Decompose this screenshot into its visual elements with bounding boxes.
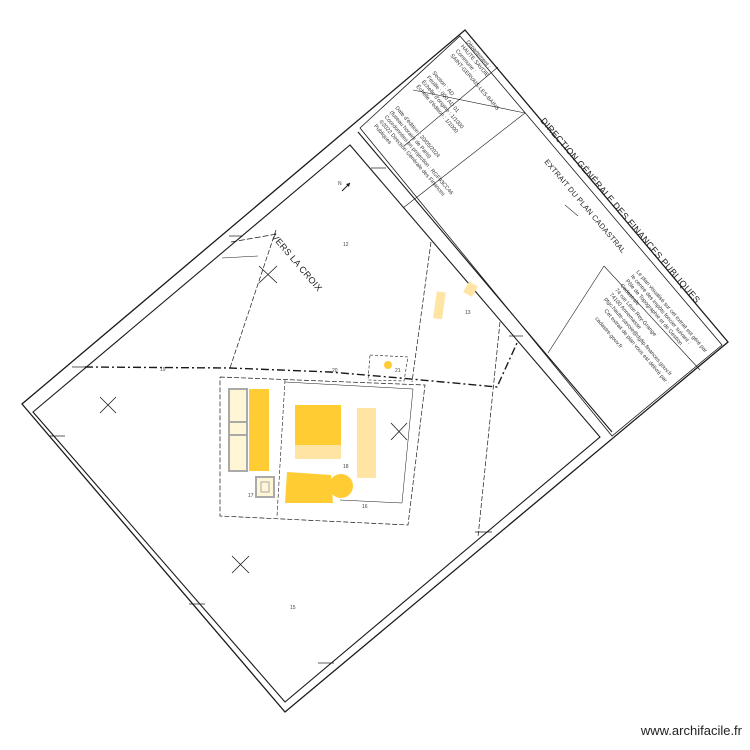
watermark: www.archifacile.fr	[640, 723, 742, 738]
building-long-west	[249, 389, 269, 471]
building-small-round	[384, 361, 392, 369]
building-south	[285, 472, 333, 503]
north-arrow-icon: N	[338, 181, 351, 192]
outer-frame	[21, 29, 729, 713]
parcel-number: 18	[343, 464, 349, 470]
north-mark: N	[338, 181, 342, 187]
subtitle-underline	[564, 204, 579, 217]
parcel-line-3	[477, 321, 501, 538]
parcel-number: 13	[465, 310, 471, 316]
cartouche-line-3	[403, 66, 499, 147]
parcel-line-1	[229, 229, 277, 369]
commune-boundary	[84, 342, 518, 388]
parcel-number: 15	[290, 605, 296, 611]
building-light-east	[357, 408, 376, 478]
parcel-line-7	[367, 354, 409, 382]
building-small-shed-inner	[260, 481, 270, 493]
cartouche-line-2	[402, 112, 526, 209]
parcel-number: 19	[160, 367, 166, 373]
parcel-number: 17	[248, 493, 254, 499]
place-label: VERS LA CROIX	[269, 232, 324, 294]
cartouche-frame	[359, 35, 723, 437]
parcel-number: 12	[343, 242, 349, 248]
parcel-line-5	[276, 379, 286, 517]
boundary-ticks	[50, 167, 523, 664]
parcel-number: 20	[332, 368, 338, 374]
building-small-shed	[255, 476, 275, 498]
building-annex-outline	[228, 388, 248, 472]
cartouche-line-4	[547, 265, 605, 354]
building-north-small	[463, 281, 478, 297]
cartouche-line-1	[412, 89, 526, 114]
plan-title: DIRECTION GÉNÉRALE DES FINANCES PUBLIQUE…	[538, 116, 702, 305]
parcel-numbers: 12 13 15 16 17 18 19 20 21	[160, 242, 471, 611]
parcel-number: 21	[395, 368, 401, 374]
building-main	[295, 405, 341, 445]
building-north-strip	[433, 291, 446, 320]
info-line: Coordonnées en projection : RGF93CC46	[383, 114, 454, 196]
cartouche-line-5	[603, 265, 701, 371]
parcel-line-6	[284, 381, 414, 504]
cross-marker	[99, 265, 408, 574]
building-round	[329, 474, 353, 498]
parcel-line-4	[219, 376, 426, 526]
parcel-number: 16	[362, 504, 368, 510]
parcel-line-road	[221, 255, 259, 259]
cartouche-divider	[357, 131, 613, 433]
parcel-line-2	[411, 241, 432, 383]
plan-area-frame	[32, 144, 601, 703]
building-main-extension	[295, 445, 341, 459]
